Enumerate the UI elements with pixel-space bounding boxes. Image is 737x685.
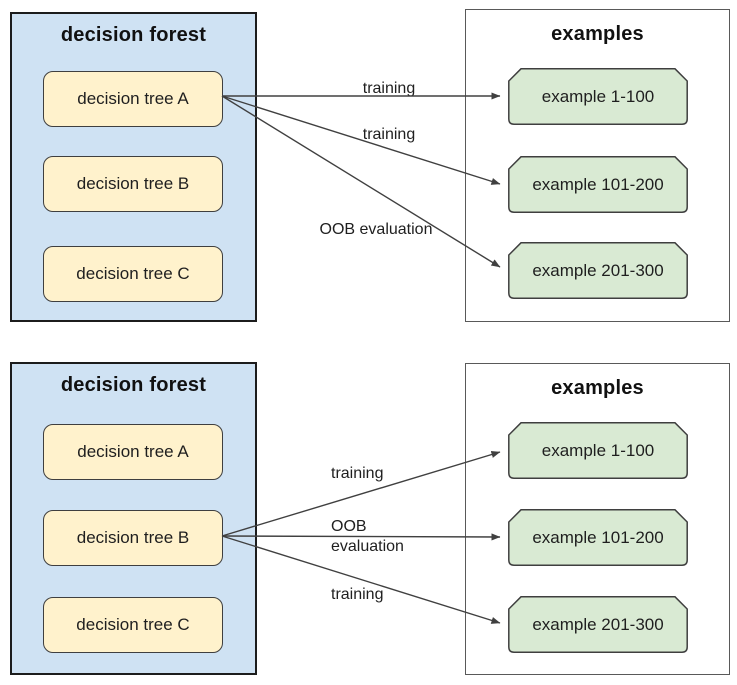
node-example-1-100-bottom: example 1-100 <box>508 422 688 479</box>
arrow-label-oob-evaluation-b: OOB evaluation <box>331 518 404 555</box>
card-shape <box>508 242 688 299</box>
node-decision-tree-b-bottom: decision tree B <box>43 510 223 566</box>
node-label: decision tree C <box>76 264 190 283</box>
node-label: example 201-300 <box>532 614 664 634</box>
arrow-label-training-b1: training <box>331 465 384 482</box>
arrow-label-oob-evaluation-a: OOB evaluation <box>319 221 433 238</box>
forest-title-top: decision forest <box>60 24 207 46</box>
decision-forest-container-top: decision forest decision tree A decision… <box>10 12 257 322</box>
forest-title-bottom: decision forest <box>60 374 207 396</box>
node-label: decision tree C <box>76 615 190 634</box>
node-label: decision tree A <box>77 442 189 461</box>
node-example-101-200-top: example 101-200 <box>508 156 688 213</box>
card-shape <box>508 596 688 653</box>
node-example-201-300-bottom: example 201-300 <box>508 596 688 653</box>
node-example-101-200-bottom: example 101-200 <box>508 509 688 566</box>
examples-container-top: examples example 1-100 example 101-200 e… <box>465 9 730 322</box>
card-shape <box>508 68 688 125</box>
node-label: example 201-300 <box>532 260 664 280</box>
examples-title-top: examples <box>551 23 644 45</box>
node-example-201-300-top: example 201-300 <box>508 242 688 299</box>
node-label: example 101-200 <box>532 174 664 194</box>
arrow-label-training-a2: training <box>362 126 416 143</box>
card-shape <box>508 422 688 479</box>
node-label: decision tree B <box>76 174 190 193</box>
card-shape <box>508 509 688 566</box>
node-decision-tree-a-bottom: decision tree A <box>43 424 223 480</box>
examples-container-bottom: examples example 1-100 example 101-200 e… <box>465 363 730 675</box>
node-example-1-100-top: example 1-100 <box>508 68 688 125</box>
node-label: example 1-100 <box>541 440 655 460</box>
arrow-label-training-a1: training <box>362 80 416 97</box>
node-label: decision tree B <box>76 528 190 547</box>
node-label: example 1-100 <box>541 86 655 106</box>
node-label: example 101-200 <box>532 527 664 547</box>
node-decision-tree-c-top: decision tree C <box>43 246 223 302</box>
card-shape <box>508 156 688 213</box>
node-decision-tree-c-bottom: decision tree C <box>43 597 223 653</box>
node-decision-tree-a-top: decision tree A <box>43 71 223 127</box>
node-label: decision tree A <box>77 89 189 108</box>
node-decision-tree-b-top: decision tree B <box>43 156 223 212</box>
arrow-label-training-b2: training <box>331 586 384 603</box>
examples-title-bottom: examples <box>551 377 644 399</box>
arrow-treeA-to-example3 <box>221 95 501 268</box>
decision-forest-container-bottom: decision forest decision tree A decision… <box>10 362 257 675</box>
